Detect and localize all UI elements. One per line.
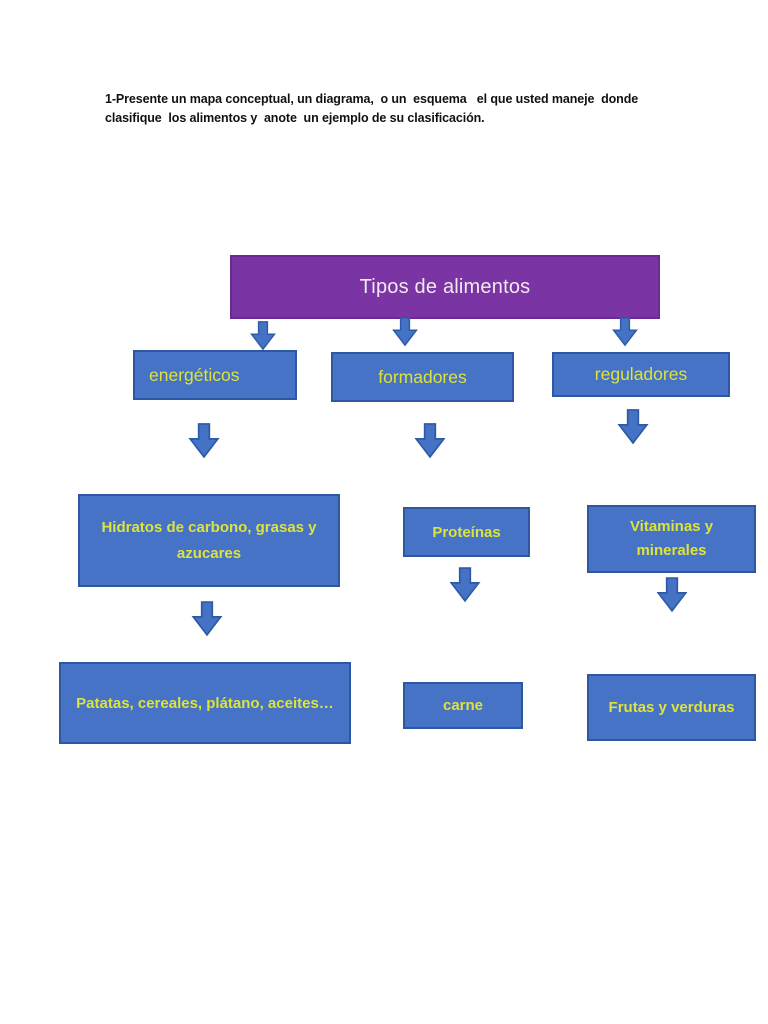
example-label: Frutas y verduras [608,699,735,716]
component-node-proteinas: Proteínas [403,507,530,557]
root-node-label: Tipos de alimentos [359,275,531,298]
root-node-tipos-de-alimentos: Tipos de alimentos [230,255,660,319]
example-node-patatas: Patatas, cereales, plátano, aceites… [59,662,351,744]
exercise-prompt: 1-Presente un mapa conceptual, un diagra… [105,92,639,125]
component-label: Proteínas [432,523,501,541]
example-label: Patatas, cereales, plátano, aceites… [76,694,334,712]
example-node-frutas: Frutas y verduras [587,674,756,741]
down-arrow-icon [449,567,481,603]
example-node-carne: carne [403,682,523,729]
category-label: reguladores [594,364,688,384]
down-arrow-icon [392,317,418,347]
down-arrow-icon [188,423,220,459]
category-label: energéticos [149,364,240,385]
category-node-reguladores: reguladores [552,352,730,397]
down-arrow-icon [612,317,638,347]
category-node-energeticos: energéticos [133,350,297,400]
component-node-vitaminas: Vitaminas y minerales [587,505,756,573]
component-label: Hidratos de carbono, grasas y azucares [101,518,317,562]
category-label: formadores [378,366,467,387]
component-label: Vitaminas y minerales [629,518,714,559]
example-label: carne [442,697,484,714]
down-arrow-icon [250,321,276,351]
down-arrow-icon [617,409,649,445]
down-arrow-icon [656,577,688,613]
category-node-formadores: formadores [331,352,514,402]
down-arrow-icon [191,601,223,637]
down-arrow-icon [414,423,446,459]
component-node-hidratos: Hidratos de carbono, grasas y azucares [78,494,340,587]
